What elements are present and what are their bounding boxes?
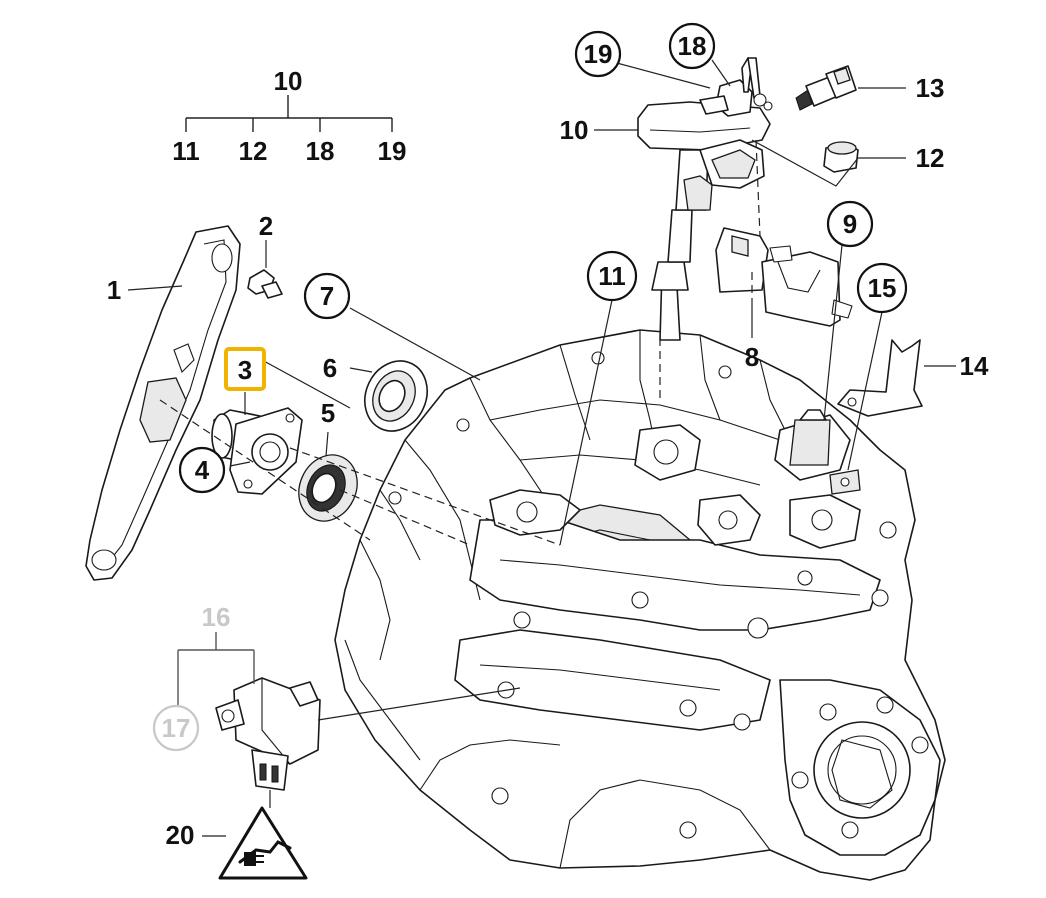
callout-15[interactable]: 15	[868, 273, 897, 303]
callout-19[interactable]: 19	[584, 39, 613, 69]
callout-4-circle[interactable]: 4	[178, 446, 226, 494]
guide-sleeve	[211, 407, 303, 495]
callout-10[interactable]: 10	[560, 115, 589, 145]
callout-18-list: 18	[306, 136, 335, 166]
reverse-light-switch	[215, 677, 321, 791]
electrical-connector-warning-icon	[218, 806, 308, 880]
shaft-seal-6	[364, 360, 428, 432]
callout-17[interactable]: 17	[162, 713, 191, 743]
switch-13	[795, 65, 857, 111]
callout-group-10: 10 11 12 18 19	[172, 66, 406, 166]
gearshift-mechanism	[637, 57, 773, 341]
group-bracket-16	[177, 632, 255, 706]
callout-11-circle[interactable]: 11	[586, 250, 638, 302]
callout-19-list: 19	[378, 136, 407, 166]
callout-1[interactable]: 1	[107, 275, 121, 305]
callout-10-group: 10	[274, 66, 303, 96]
plate-14	[837, 339, 923, 417]
callout-4[interactable]: 4	[195, 455, 210, 485]
leader-lines	[127, 57, 956, 808]
callout-19-circle[interactable]: 19	[574, 30, 622, 78]
bracket-8	[715, 227, 853, 327]
callout-16[interactable]: 16	[202, 602, 231, 632]
callout-3[interactable]: 3	[238, 355, 252, 385]
callout-9-circle[interactable]: 9	[826, 200, 874, 248]
callout-11-list: 11	[172, 136, 200, 166]
callout-11[interactable]: 11	[598, 261, 626, 291]
callout-17-circle[interactable]: 17	[152, 704, 200, 752]
callout-7-circle[interactable]: 7	[303, 272, 351, 320]
clutch-release-lever	[85, 225, 241, 581]
callout-13[interactable]: 13	[916, 73, 945, 103]
gearbox-housing	[334, 329, 946, 881]
callout-18[interactable]: 18	[678, 31, 707, 61]
callout-8[interactable]: 8	[745, 342, 759, 372]
bolt-2	[247, 269, 283, 299]
callout-20[interactable]: 20	[166, 820, 195, 850]
shaft-seal-5	[298, 454, 358, 522]
callout-3-highlighted[interactable]: 3	[224, 347, 266, 391]
callout-14[interactable]: 14	[960, 351, 989, 381]
callout-12-list: 12	[239, 136, 268, 166]
callout-5[interactable]: 5	[321, 398, 335, 428]
callout-15-circle[interactable]: 15	[856, 262, 908, 314]
callout-9[interactable]: 9	[843, 209, 857, 239]
callout-6[interactable]: 6	[323, 353, 337, 383]
callout-12[interactable]: 12	[916, 143, 945, 173]
callout-18-circle[interactable]: 18	[668, 22, 716, 70]
bush-12	[823, 141, 859, 173]
callout-7[interactable]: 7	[320, 281, 334, 311]
callout-2[interactable]: 2	[259, 211, 273, 241]
group-bracket-10	[185, 95, 393, 132]
